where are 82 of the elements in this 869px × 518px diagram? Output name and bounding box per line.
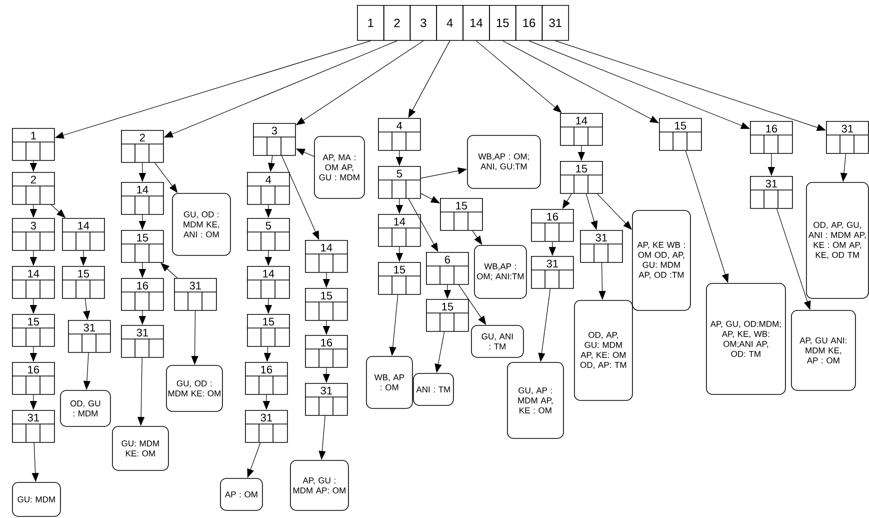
array-cell: 16 [515, 5, 543, 41]
arrow [281, 156, 320, 240]
leaf-box: AP, GU : MDM AP: OM [290, 460, 349, 511]
leaf-box: OD, AP, GU: MDM AP, KE: OM OD, AP: TM [574, 300, 633, 401]
leaf-box: ANI : TM [413, 373, 454, 406]
record-box: 15 [246, 314, 290, 347]
record-box: 5 [378, 166, 421, 199]
record-box: 16 [12, 362, 55, 395]
array-cell: 15 [489, 5, 516, 41]
leaf-box: GU, OD : MDM KE: OM [166, 365, 223, 412]
record-box: 5 [246, 218, 290, 251]
arrow [596, 194, 632, 230]
record-box: 31 [120, 325, 164, 358]
record-box: 31 [244, 410, 288, 443]
record-box: 16 [530, 209, 574, 242]
leaf-box: AP, MA : OM AP, GU : MDM [314, 136, 365, 199]
arrow [458, 284, 486, 325]
record-box: 15 [62, 266, 105, 299]
record-box: 31 [826, 121, 869, 154]
record-box: 31 [304, 383, 348, 416]
arrow [408, 40, 450, 118]
arrow [247, 442, 261, 478]
record-box: 3 [252, 123, 296, 156]
record-box: 14 [304, 240, 348, 273]
record-box: 4 [378, 118, 421, 151]
record-box: 1 [12, 128, 55, 161]
record-box: 15 [440, 198, 483, 231]
record-box: 14 [120, 182, 164, 215]
arrow [476, 40, 562, 113]
record-box: 16 [750, 121, 793, 154]
record-box: 31 [12, 410, 55, 443]
leaf-box: WB,AP : OM; ANI, GU:TM [467, 135, 541, 189]
arrow [528, 40, 750, 129]
leaf-box: AP : OM [220, 478, 263, 511]
record-box: 16 [120, 278, 164, 311]
record-box: 3 [12, 218, 55, 251]
array-cell: 1 [357, 5, 384, 41]
record-box: 15 [12, 314, 55, 347]
record-box: 14 [12, 266, 55, 299]
record-box: 15 [378, 262, 421, 295]
leaf-box: GU: MDM [12, 482, 61, 517]
leaf-box: GU: MDM KE: OM [112, 426, 169, 471]
record-box: 14 [560, 113, 603, 146]
leaf-box: AP, KE WB : OM OD, AP, GU: MDM AP, OD :TM [632, 210, 691, 311]
array-cell: 31 [542, 5, 569, 41]
record-box: 2 [120, 130, 164, 163]
leaf-box: GU, ANI : TM [471, 325, 524, 358]
record-box: 4 [246, 172, 290, 205]
record-box: 31 [530, 256, 574, 289]
array-cell: 2 [383, 5, 411, 41]
record-box: 31 [68, 320, 111, 353]
record-box: 16 [304, 335, 348, 368]
record-box: 14 [62, 218, 105, 251]
record-box: 15 [120, 230, 164, 263]
leaf-box: AP, GU, OD:MDM; AP, KE, WB: OM;ANI AP, OD: TM [706, 283, 786, 395]
record-box: 15 [426, 299, 469, 332]
leaf-box: GU, OD : MDM KE, ANI : OM [172, 193, 231, 256]
leaf-box: GU, AP : MDM AP, KE : OM [507, 362, 564, 439]
array-cell: 4 [436, 5, 464, 41]
leaf-box: OD, GU : MDM [60, 390, 111, 427]
record-box: 6 [426, 252, 469, 285]
record-box: 31 [580, 230, 623, 263]
array-cell: 14 [462, 5, 490, 41]
record-box: 16 [244, 362, 288, 395]
leaf-box: WB,AP : OM; ANI:TM [474, 244, 527, 299]
record-box: 31 [750, 176, 793, 209]
arrow [502, 40, 659, 124]
record-box: 14 [378, 214, 421, 247]
record-box: 2 [12, 172, 55, 205]
record-box: 31 [174, 278, 217, 311]
leaf-box: WB, AP : OM [366, 356, 413, 409]
arrow [420, 193, 440, 204]
record-box: 15 [560, 161, 603, 194]
arrow [555, 40, 826, 131]
record-box: 15 [658, 118, 702, 151]
leaf-box: AP, GU ANI: MDM KE, AP : OM [791, 310, 856, 391]
array-cell: 3 [410, 5, 437, 41]
leaf-box: OD, AP, GU, ANI : MDM AP, KE : OM AP, KE, OD TM [806, 182, 869, 299]
arrow [408, 198, 438, 252]
record-box: 15 [304, 288, 348, 321]
record-box: 14 [246, 266, 290, 299]
arrow [562, 194, 572, 209]
